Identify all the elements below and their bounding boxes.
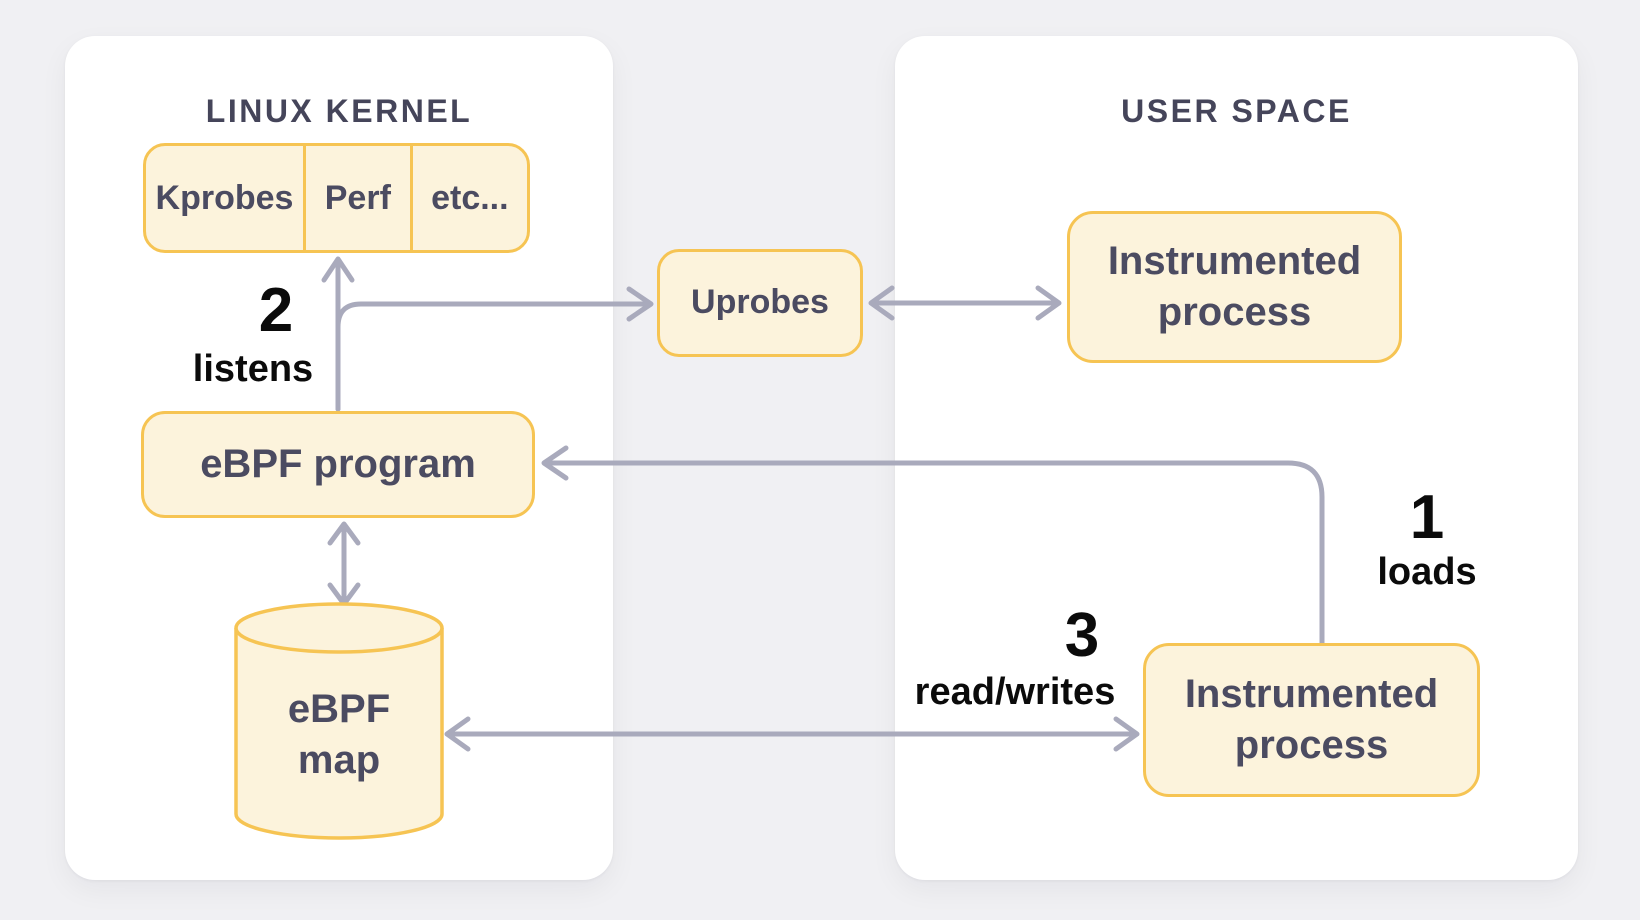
node-ebpf-map-label: eBPF map	[236, 684, 442, 786]
node-instrumented-process-bottom-label: Instrumented process	[1184, 672, 1439, 767]
node-instrumented-process-bottom: Instrumented process	[1143, 643, 1480, 797]
ebpf-map-cylinder	[234, 602, 444, 840]
node-kprobes: Kprobes	[146, 146, 303, 250]
arrow-loads-elbow	[541, 445, 1325, 647]
step-2-number: 2	[258, 276, 294, 345]
node-uprobes-label: Uprobes	[691, 283, 829, 322]
panel-title-linux-kernel: LINUX KERNEL	[205, 93, 473, 129]
node-ebpf-map-line2: map	[297, 738, 381, 783]
node-instrumented-process-top: Instrumented process	[1067, 211, 1402, 363]
step-1-number: 1	[1409, 483, 1445, 552]
arrow-uprobes-instrumented	[868, 285, 1062, 321]
node-perf: Perf	[302, 146, 410, 250]
node-kprobes-label: Kprobes	[155, 178, 294, 217]
node-instrumented-process-top-label: Instrumented process	[1107, 239, 1362, 334]
kernel-hooks-bar: Kprobes Perf etc...	[143, 143, 530, 253]
step-3-label: read/writes	[914, 671, 1116, 713]
node-etc-label: etc...	[431, 178, 509, 217]
arrow-map-instrumented	[444, 716, 1140, 752]
step-3-number: 3	[1064, 601, 1100, 670]
step-1-label: loads	[1377, 551, 1477, 593]
arrow-program-to-uprobes	[335, 286, 654, 412]
panel-title-user-space: USER SPACE	[1121, 93, 1352, 129]
node-ebpf-program-label: eBPF program	[200, 442, 476, 487]
node-etc: etc...	[409, 146, 527, 250]
node-uprobes: Uprobes	[657, 249, 863, 357]
node-ebpf-map-line1: eBPF	[287, 687, 391, 731]
node-perf-label: Perf	[324, 178, 391, 217]
node-ebpf-program: eBPF program	[141, 411, 535, 518]
step-2-label: listens	[192, 348, 314, 390]
arrow-program-map	[327, 521, 361, 607]
